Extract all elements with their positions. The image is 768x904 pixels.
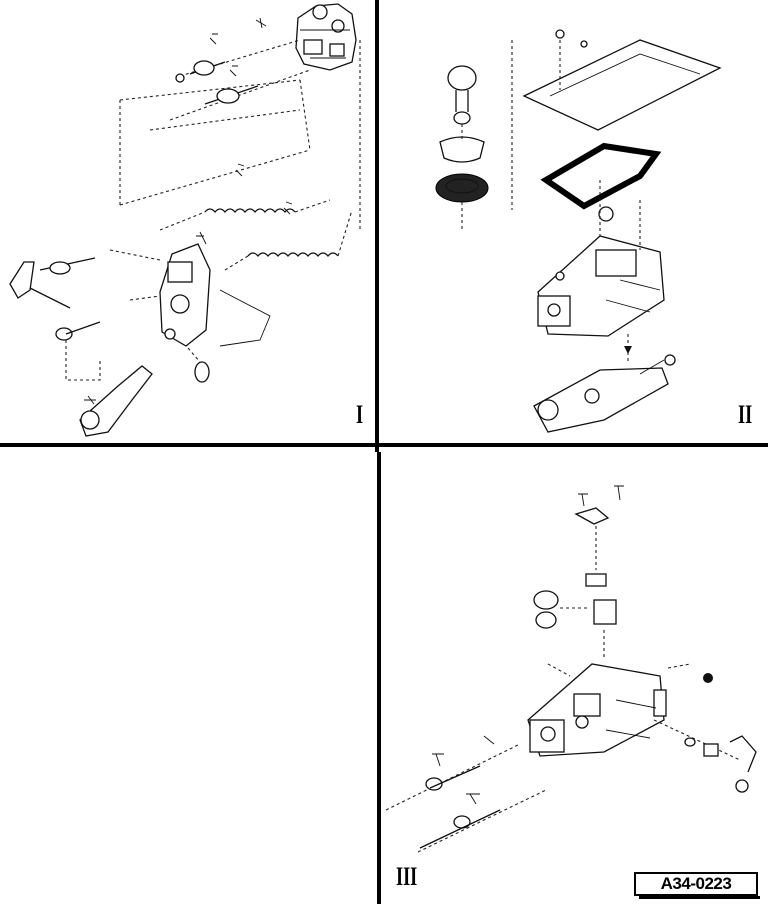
reference-code-box: A34-0223 [634,872,760,899]
vertical-divider-top [375,0,379,452]
selector-shaft [533,573,617,660]
reference-code: A34-0223 [660,874,732,893]
vertical-divider-bottom [377,452,381,904]
gearbox-housing [537,180,665,337]
base-bracket [533,334,676,433]
shift-boot [435,173,489,232]
dashed-frame [119,79,311,206]
second-shift-rod [169,65,311,121]
quadrant-1-shift-linkage [9,3,361,437]
quadrant-label-3: III [396,862,418,891]
quadrant-2-console-assembly [435,29,722,433]
cover-plate [511,29,722,210]
shift-knob [439,65,485,163]
bottom-shift-lever [79,365,153,437]
left-linkage-rods [385,735,547,853]
upper-shift-rod [175,17,301,83]
horizontal-divider [0,443,768,447]
top-bolts [574,485,624,570]
upper-housing [295,3,357,71]
selector-body [109,231,271,383]
quadrant-label-1: I [356,400,364,429]
quadrant-3-selector-assembly [385,485,757,853]
right-shaft [653,719,757,793]
detent-springs [159,163,353,271]
left-lever-assembly [9,257,101,381]
selector-housing [527,663,713,757]
quadrant-label-2: II [738,400,753,429]
gasket [540,142,662,210]
